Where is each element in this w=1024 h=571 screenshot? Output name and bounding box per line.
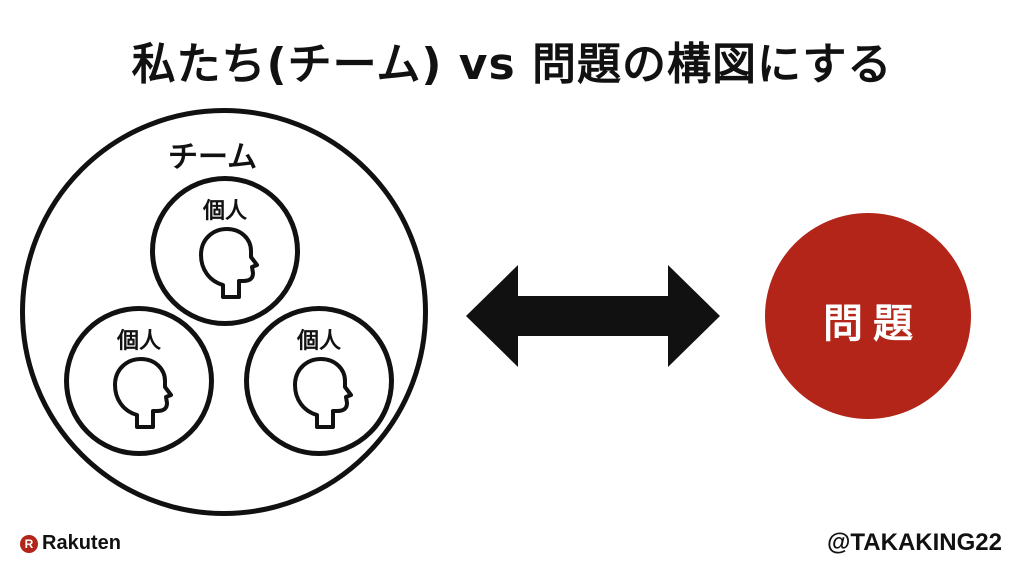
member-circle: 個人 bbox=[244, 306, 394, 456]
head-profile-icon bbox=[293, 357, 353, 429]
team-circle bbox=[20, 108, 428, 516]
member-label: 個人 bbox=[116, 329, 161, 354]
head-profile-icon bbox=[199, 227, 259, 299]
member-circle: 個人 bbox=[64, 306, 214, 456]
member-circle: 個人 bbox=[150, 176, 300, 326]
team-label: チーム bbox=[168, 140, 258, 175]
slide-title: 私たち(チーム) vs 問題の構図にする bbox=[131, 39, 893, 90]
problem-label: 問題 bbox=[823, 301, 923, 347]
head-profile-icon bbox=[113, 357, 173, 429]
logo-mark: R bbox=[20, 534, 38, 553]
logo-text: Rakuten bbox=[42, 532, 121, 554]
rakuten-logo: R Rakuten bbox=[20, 532, 121, 555]
double-headed-arrow-icon bbox=[466, 265, 720, 367]
member-label: 個人 bbox=[202, 199, 247, 224]
problem-circle: 問題 bbox=[765, 213, 971, 419]
member-label: 個人 bbox=[296, 329, 341, 354]
author-handle: @TAKAKING22 bbox=[827, 529, 1002, 556]
